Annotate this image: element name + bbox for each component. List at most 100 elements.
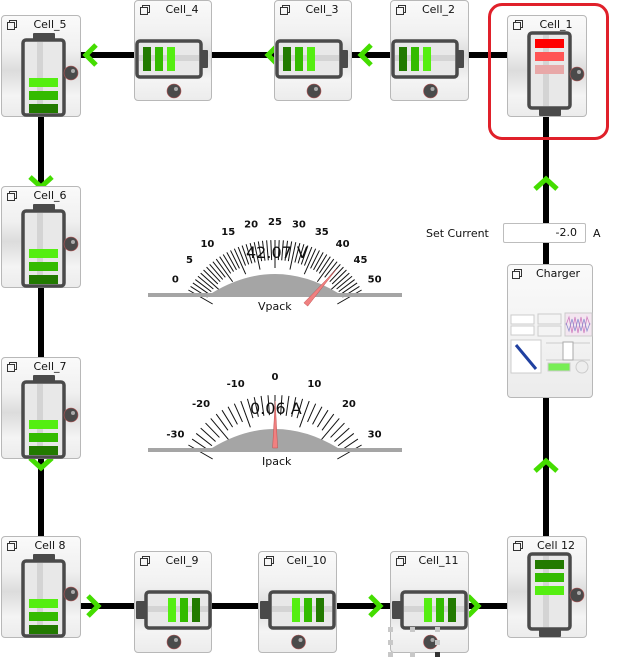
major-tick [240, 400, 251, 428]
battery-icon [392, 590, 468, 650]
charge-bar [143, 47, 151, 71]
cell-title: Cell_2 [421, 3, 456, 16]
cell-1[interactable]: Cell_1 [507, 15, 587, 117]
charge-bar [29, 599, 58, 608]
cell-7[interactable]: Cell_7 [1, 357, 81, 459]
cell-title: Cell_9 [165, 554, 199, 567]
minor-tick [206, 266, 221, 283]
minor-tick [312, 406, 323, 425]
charge-bar [29, 104, 58, 113]
charge-bar [399, 47, 407, 71]
meter-base [148, 274, 402, 297]
charge-bar [168, 598, 176, 622]
minor-tick [195, 279, 212, 293]
cell-5[interactable]: Cell_5 [1, 15, 81, 117]
charge-bar [535, 52, 564, 61]
minor-tick [257, 241, 263, 262]
charge-bar [167, 47, 175, 71]
minor-tick [287, 241, 293, 262]
indicator-led-icon [569, 587, 585, 603]
cell-title: Cell_7 [33, 360, 67, 373]
major-tick [289, 242, 297, 270]
minor-tick [192, 282, 210, 295]
window-icon [7, 191, 17, 201]
resize-handle[interactable] [388, 627, 393, 632]
charge-bar [283, 47, 291, 71]
minor-tick [303, 246, 313, 266]
cell-11[interactable]: Cell_11 [390, 551, 469, 653]
wire-left [38, 60, 44, 605]
cell-9[interactable]: Cell_9 [134, 551, 212, 653]
charge-bar [411, 47, 419, 71]
set-current-input[interactable]: -2.0 [503, 223, 586, 243]
resize-handle[interactable] [435, 627, 440, 632]
charge-bar [29, 625, 58, 634]
minor-tick [246, 398, 254, 419]
minor-tick [195, 433, 213, 447]
minor-tick [340, 282, 358, 295]
battery-icon [527, 552, 585, 637]
indicator-led-icon [166, 634, 182, 650]
charge-bar [535, 65, 564, 74]
resize-handle[interactable] [435, 652, 440, 657]
resize-handle[interactable] [388, 640, 393, 645]
minor-tick [324, 261, 338, 278]
charger-block[interactable]: Charger [507, 264, 593, 398]
charge-bar [29, 262, 58, 271]
cell-8[interactable]: Cell 8 [1, 536, 81, 638]
battery-icon [275, 39, 348, 99]
vpack-label: Vpack [258, 300, 292, 313]
charge-bar [155, 47, 163, 71]
minor-tick [227, 406, 238, 425]
charge-bar [29, 446, 58, 455]
battery-icon [21, 375, 79, 459]
window-icon [7, 20, 17, 30]
tick-label: 30 [368, 430, 382, 441]
resize-handle[interactable] [410, 627, 415, 632]
minor-tick [230, 250, 240, 269]
major-tick [253, 242, 261, 270]
minor-tick [261, 240, 266, 261]
minor-tick [334, 427, 350, 442]
major-tick [210, 418, 230, 441]
tick-label: 0 [272, 372, 279, 383]
resize-handle[interactable] [435, 640, 440, 645]
minor-tick [307, 403, 317, 423]
tick-label: 30 [292, 220, 306, 231]
minor-tick [336, 275, 353, 290]
cell-4[interactable]: Cell_4 [134, 0, 212, 101]
charge-bar [304, 598, 312, 622]
cell-2[interactable]: Cell_2 [390, 0, 469, 101]
resize-handle[interactable] [410, 652, 415, 657]
charge-bar [29, 612, 58, 621]
tick-label: 5 [186, 255, 193, 266]
minor-tick [203, 269, 219, 285]
major-tick [215, 258, 234, 283]
window-icon [513, 541, 523, 551]
minor-tick [330, 422, 345, 438]
major-tick [316, 258, 335, 283]
minor-tick [237, 246, 247, 266]
minor-tick [313, 252, 324, 271]
cell-6[interactable]: Cell_6 [1, 186, 81, 288]
window-icon [7, 541, 17, 551]
minor-tick [249, 243, 256, 263]
charge-bar [424, 598, 432, 622]
minor-tick [316, 409, 329, 428]
cell-3[interactable]: Cell_3 [274, 0, 352, 101]
cell-12[interactable]: Cell 12 [507, 536, 587, 638]
charger-preview-thumbnail [510, 312, 593, 374]
cell-10[interactable]: Cell_10 [258, 551, 337, 653]
major-tick [320, 418, 340, 441]
minor-tick [280, 395, 283, 416]
charge-bar [535, 573, 564, 582]
minor-tick [200, 427, 216, 442]
cell-title: Cell_1 [539, 18, 573, 31]
cell-title: Cell 12 [536, 539, 576, 552]
minor-tick [285, 395, 290, 416]
charge-bar [535, 586, 564, 595]
resize-handle[interactable] [388, 652, 393, 657]
battery-icon [527, 31, 585, 116]
window-icon [280, 5, 290, 15]
tick-label: 15 [221, 227, 235, 238]
